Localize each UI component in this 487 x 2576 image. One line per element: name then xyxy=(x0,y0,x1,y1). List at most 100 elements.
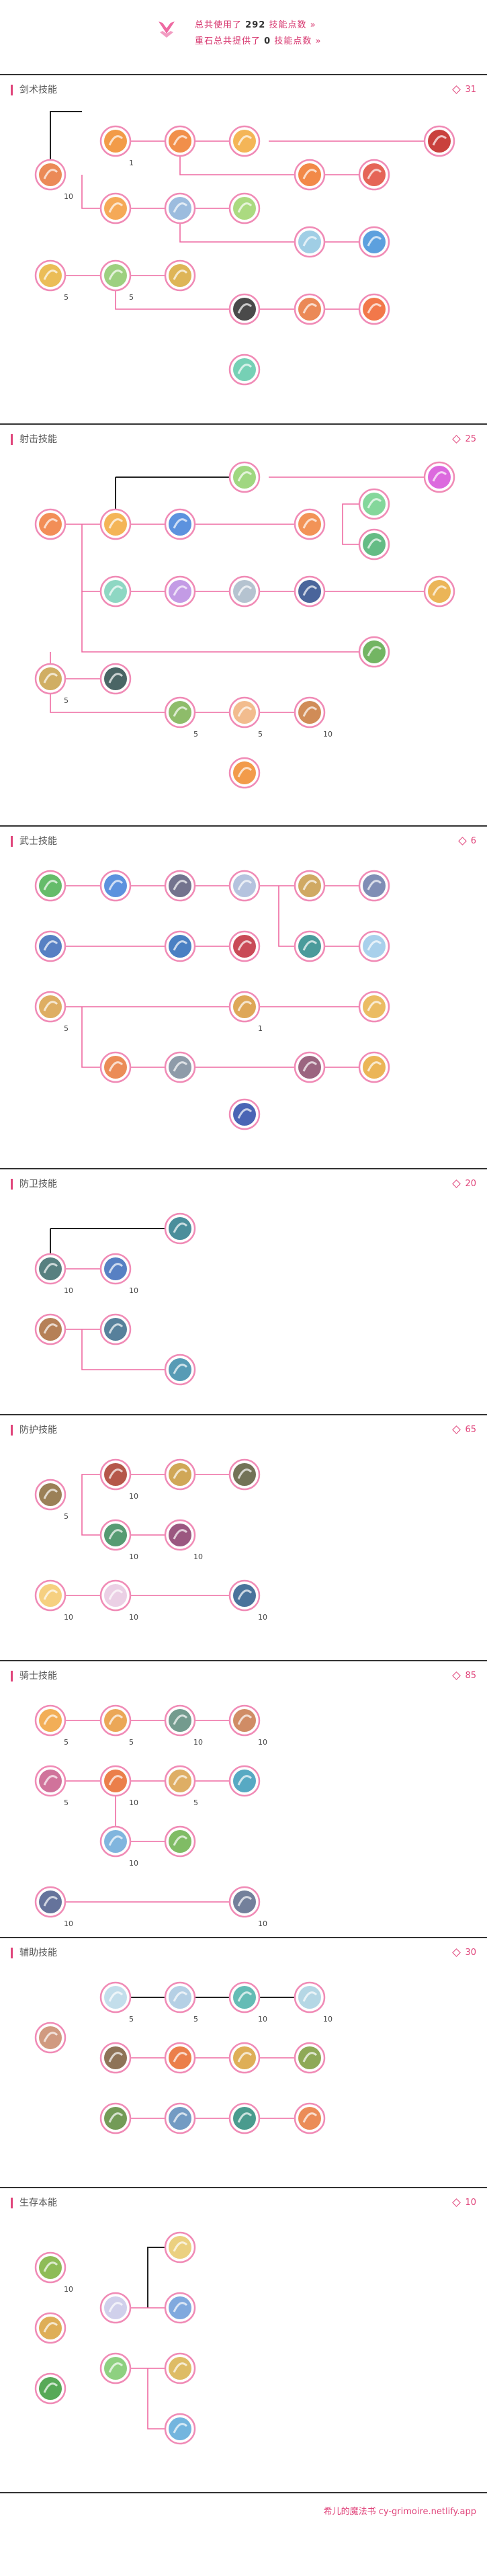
skill-node[interactable] xyxy=(423,461,455,493)
skill-node[interactable] xyxy=(164,125,196,157)
skill-node[interactable] xyxy=(228,1704,261,1737)
skill-node[interactable] xyxy=(228,192,261,224)
skill-node[interactable] xyxy=(99,1458,132,1491)
skill-node[interactable] xyxy=(164,2231,196,2263)
skill-node[interactable] xyxy=(294,226,326,258)
skill-node[interactable] xyxy=(164,696,196,729)
skill-node[interactable] xyxy=(294,293,326,325)
skill-node[interactable] xyxy=(228,1458,261,1491)
skill-node[interactable] xyxy=(294,575,326,608)
skill-node[interactable] xyxy=(294,159,326,191)
skill-node[interactable] xyxy=(294,930,326,962)
skill-node[interactable] xyxy=(34,1479,67,1511)
skill-node[interactable] xyxy=(228,870,261,902)
skill-node[interactable] xyxy=(228,1765,261,1797)
skill-node[interactable] xyxy=(358,293,390,325)
skill-node[interactable] xyxy=(99,259,132,292)
skill-node[interactable] xyxy=(294,2042,326,2074)
skill-node[interactable] xyxy=(164,1212,196,1245)
skill-node[interactable] xyxy=(34,2372,67,2405)
skill-node[interactable] xyxy=(99,1704,132,1737)
skill-node[interactable] xyxy=(34,1765,67,1797)
skill-node[interactable] xyxy=(99,870,132,902)
skill-node[interactable] xyxy=(99,192,132,224)
skill-node[interactable] xyxy=(228,696,261,729)
skill-node[interactable] xyxy=(99,1825,132,1858)
skill-node[interactable] xyxy=(99,575,132,608)
skill-node[interactable] xyxy=(164,2352,196,2384)
skill-node[interactable] xyxy=(228,1579,261,1612)
skill-node[interactable] xyxy=(164,1354,196,1386)
skill-node[interactable] xyxy=(358,636,390,668)
skill-node[interactable] xyxy=(358,159,390,191)
skill-node[interactable] xyxy=(99,1765,132,1797)
skill-node[interactable] xyxy=(99,2352,132,2384)
skill-node[interactable] xyxy=(99,1051,132,1083)
stone-points-line[interactable]: 重石总共提供了 0 技能点数 » xyxy=(195,36,322,46)
skill-node[interactable] xyxy=(164,508,196,540)
skill-node[interactable] xyxy=(164,1765,196,1797)
skill-node[interactable] xyxy=(164,2042,196,2074)
skill-node[interactable] xyxy=(164,1458,196,1491)
skill-node[interactable] xyxy=(228,293,261,325)
skill-node[interactable] xyxy=(164,1051,196,1083)
skill-node[interactable] xyxy=(99,663,132,695)
skill-node[interactable] xyxy=(228,354,261,386)
skill-node[interactable] xyxy=(34,259,67,292)
skill-node[interactable] xyxy=(358,870,390,902)
skill-node[interactable] xyxy=(99,2102,132,2134)
skill-node[interactable] xyxy=(228,930,261,962)
skill-node[interactable] xyxy=(228,461,261,493)
skill-node[interactable] xyxy=(294,2102,326,2134)
skill-node[interactable] xyxy=(358,991,390,1023)
skill-node[interactable] xyxy=(358,930,390,962)
skill-node[interactable] xyxy=(99,1981,132,2013)
skill-node[interactable] xyxy=(34,991,67,1023)
footer-credit-link[interactable]: 希儿的魔法书 cy-grimoire.netlify.app xyxy=(323,2507,476,2517)
skill-node[interactable] xyxy=(99,1519,132,1551)
skill-node[interactable] xyxy=(164,1981,196,2013)
skill-node[interactable] xyxy=(164,870,196,902)
skill-node[interactable] xyxy=(228,991,261,1023)
skill-node[interactable] xyxy=(228,1981,261,2013)
skill-node[interactable] xyxy=(228,575,261,608)
skill-node[interactable] xyxy=(358,528,390,560)
skill-node[interactable] xyxy=(34,508,67,540)
skill-node[interactable] xyxy=(423,125,455,157)
skill-node[interactable] xyxy=(164,1704,196,1737)
skill-node[interactable] xyxy=(99,1253,132,1285)
skill-node[interactable] xyxy=(228,1886,261,1918)
skill-node[interactable] xyxy=(34,159,67,191)
skill-node[interactable] xyxy=(99,2292,132,2324)
skill-node[interactable] xyxy=(99,2042,132,2074)
skill-node[interactable] xyxy=(34,663,67,695)
skill-node[interactable] xyxy=(34,1704,67,1737)
skill-node[interactable] xyxy=(164,259,196,292)
skill-node[interactable] xyxy=(34,2022,67,2054)
skill-node[interactable] xyxy=(34,930,67,962)
skill-node[interactable] xyxy=(164,1519,196,1551)
skill-node[interactable] xyxy=(99,508,132,540)
skill-node[interactable] xyxy=(164,1825,196,1858)
skill-node[interactable] xyxy=(99,1313,132,1345)
total-points-line[interactable]: 总共使用了 292 技能点数 » xyxy=(195,20,316,30)
skill-node[interactable] xyxy=(34,2312,67,2344)
skill-node[interactable] xyxy=(164,2102,196,2134)
skill-node[interactable] xyxy=(34,1886,67,1918)
skill-node[interactable] xyxy=(228,1098,261,1130)
skill-node[interactable] xyxy=(358,488,390,520)
skill-node[interactable] xyxy=(294,508,326,540)
skill-node[interactable] xyxy=(228,2042,261,2074)
skill-node[interactable] xyxy=(99,1579,132,1612)
skill-node[interactable] xyxy=(164,575,196,608)
skill-node[interactable] xyxy=(294,870,326,902)
skill-node[interactable] xyxy=(34,2251,67,2284)
skill-node[interactable] xyxy=(34,1579,67,1612)
skill-node[interactable] xyxy=(34,870,67,902)
skill-node[interactable] xyxy=(228,757,261,789)
skill-node[interactable] xyxy=(34,1313,67,1345)
skill-node[interactable] xyxy=(423,575,455,608)
skill-node[interactable] xyxy=(164,930,196,962)
skill-node[interactable] xyxy=(228,2102,261,2134)
skill-node[interactable] xyxy=(228,125,261,157)
